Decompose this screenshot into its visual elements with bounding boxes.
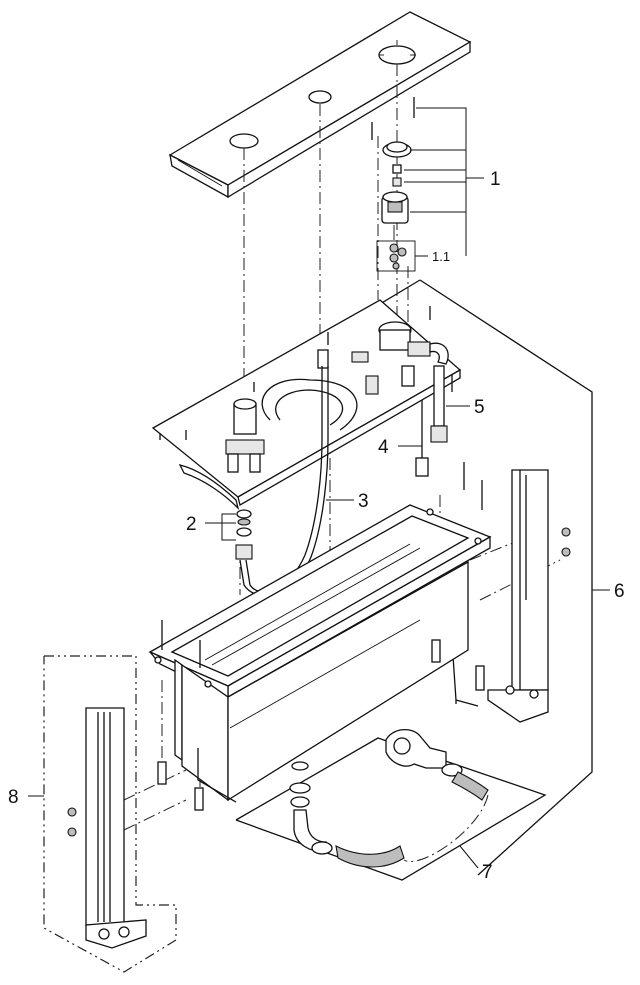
plate-hole-left-icon [229,133,259,149]
callout-1: 1 [490,169,501,190]
leader-lines [28,107,610,869]
callout-3: 3 [358,491,369,512]
right-mounting-bracket [487,469,571,723]
deck-cover-plate [168,11,472,199]
callout-labels: 1 1.1 2 3 4 5 6 7 8 [8,169,625,883]
part-2-washers [236,509,252,537]
part-4-connector-hose [415,365,448,477]
part-5-mounting-plate [151,299,462,511]
plate-hole-middle-icon [308,90,332,104]
callout-1-1: 1.1 [432,249,450,264]
callout-4: 4 [378,437,389,458]
callout-5: 5 [474,397,485,418]
plate-hole-right-icon [378,45,416,65]
callout-8: 8 [8,787,19,808]
callout-2: 2 [186,514,197,535]
callout-7: 7 [482,862,493,883]
part-8-left-bracket-group [43,655,177,973]
anchors-and-screws [157,462,485,811]
callout-6: 6 [614,581,625,602]
main-box-housing [148,504,492,803]
part-7-drain-assembly [235,729,547,881]
part-1-valve-cartridge [371,97,416,272]
